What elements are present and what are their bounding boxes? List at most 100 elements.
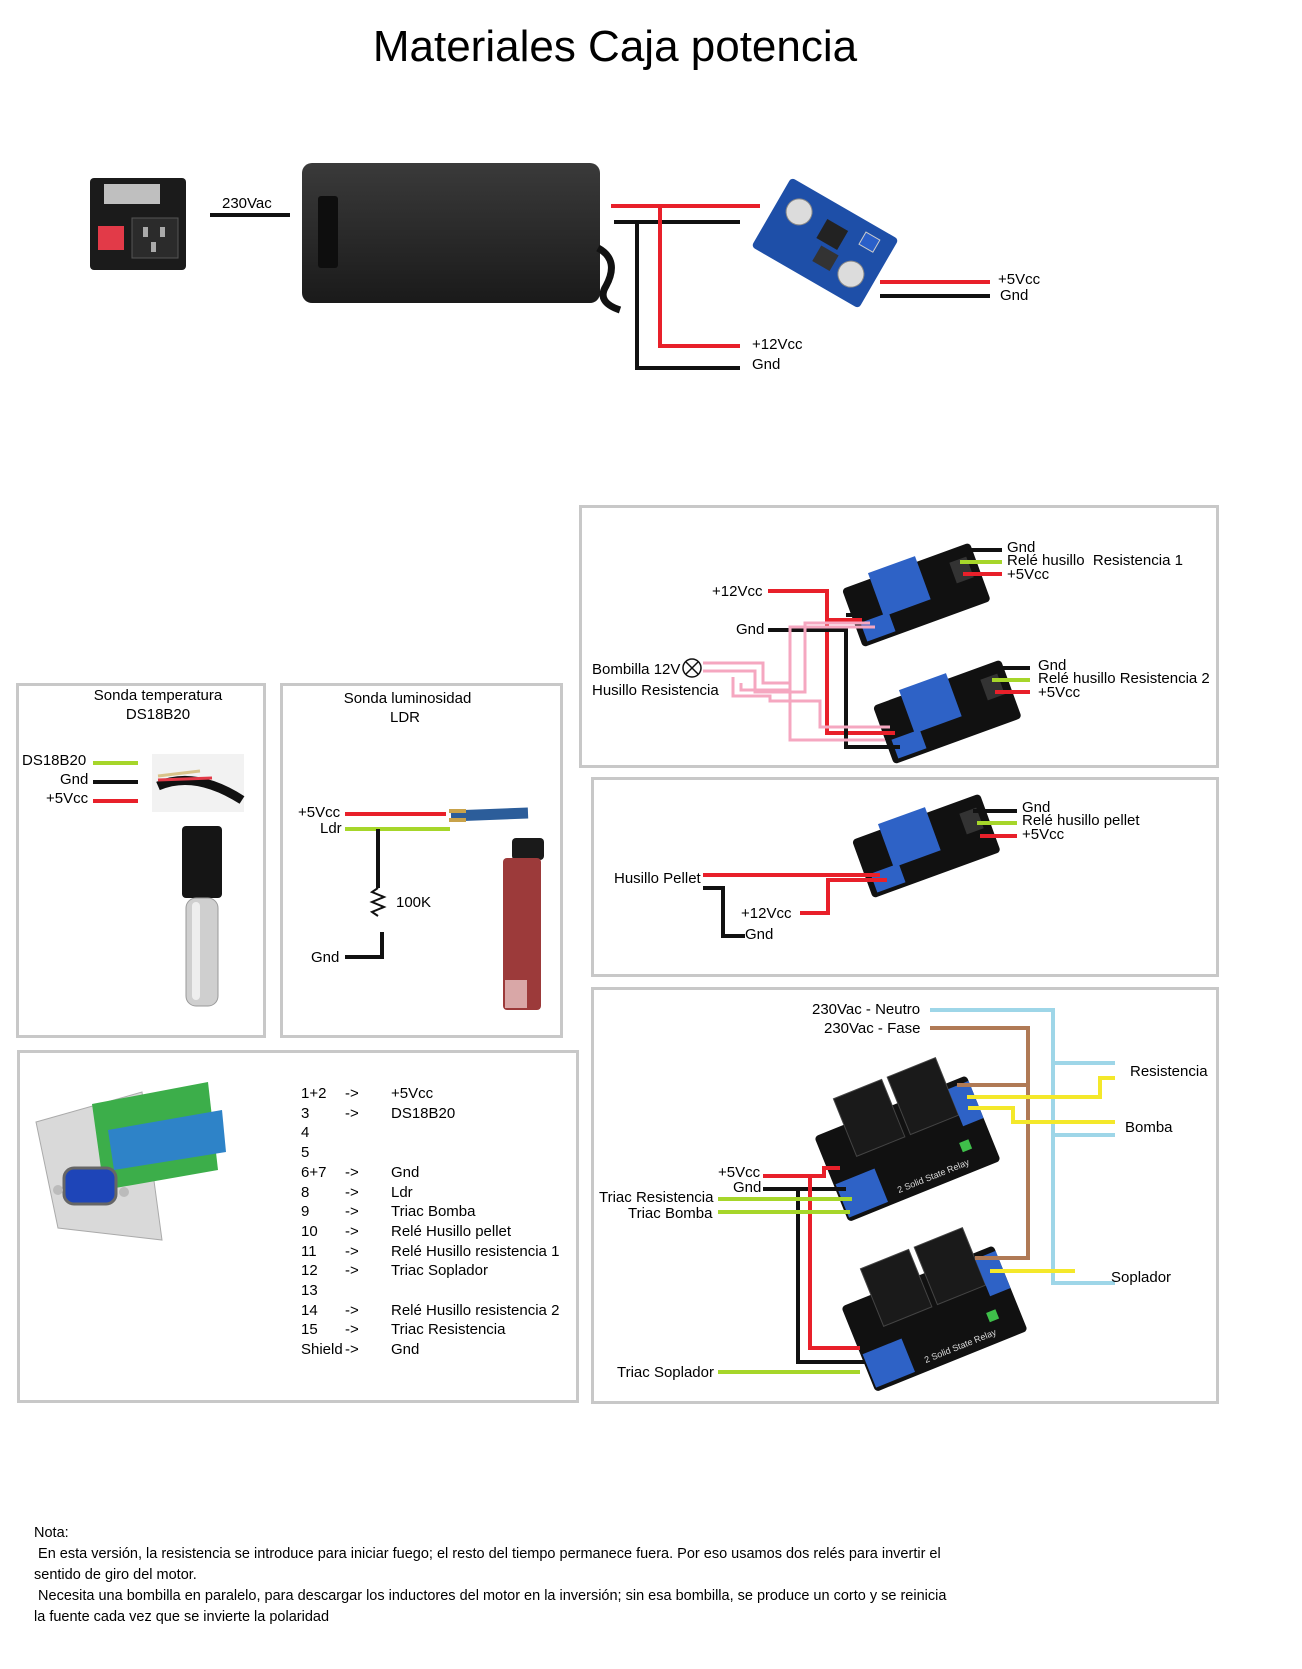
- ssr-bomba-label: Bomba: [1125, 1119, 1173, 1136]
- relay-res-12v-label: +12Vcc: [712, 583, 763, 600]
- temp-wire-gnd-label: Gnd: [60, 771, 89, 788]
- relay-res-bulb-label: Bombilla 12V: [592, 661, 681, 678]
- pinout-row: 6+7 -> Gnd: [301, 1162, 571, 1183]
- pinout-arrow: ->: [345, 1262, 359, 1280]
- pinout-signal: DS18B20: [391, 1104, 456, 1122]
- pinout-pin: 6+7: [301, 1163, 327, 1181]
- db15-connector-photo: [35, 1082, 226, 1241]
- pinout-row: 4: [301, 1122, 571, 1143]
- ssr-soplador-label: Soplador: [1111, 1269, 1172, 1286]
- relay1-signal-wires: [958, 548, 1002, 576]
- relay-module-2: [873, 660, 1021, 764]
- relay-pellet-vcc-label: +5Vcc: [1022, 826, 1065, 843]
- pinout-pin: 9: [301, 1203, 310, 1221]
- relay2-vcc-label: +5Vcc: [1038, 684, 1081, 701]
- temp-probe-subtitle: DS18B20: [125, 706, 191, 723]
- pinout-pin: 3: [301, 1104, 310, 1122]
- ssr-resistencia-label: Resistencia: [1130, 1063, 1208, 1080]
- note-line-1: En esta versión, la resistencia se intro…: [34, 1546, 945, 1583]
- ldr-wires: [345, 812, 450, 959]
- pinout-signal: Triac Resistencia: [391, 1321, 506, 1339]
- pinout-row: 14->Relé Husillo resistencia 2: [301, 1300, 571, 1321]
- pinout-signal: Relé Husillo resistencia 1: [391, 1242, 560, 1260]
- relay2-gnd-label: Gnd: [1038, 657, 1067, 674]
- ssr-triac-soplador-label: Triac Soplador: [617, 1364, 714, 1381]
- label-5v-reg: +5Vcc: [998, 271, 1041, 288]
- relay-pellet-motor-label: Husillo Pellet: [614, 870, 701, 887]
- relay-pellet-gnd-label: Gnd: [1022, 799, 1051, 816]
- pinout-pin: 10: [301, 1222, 318, 1240]
- ssr-dc-wires: [718, 1166, 865, 1374]
- temp-wire-vcc-label: +5Vcc: [46, 790, 89, 807]
- pinout-pin: 1+2: [301, 1085, 327, 1102]
- temp-probe-cable-photo: [152, 754, 245, 812]
- ssr-triac-bomba-label: Triac Bomba: [628, 1205, 713, 1222]
- page-title: Materiales Caja potencia: [372, 22, 858, 71]
- ldr-sensor-photo: [503, 838, 544, 1010]
- label-gnd-reg: Gnd: [1000, 287, 1029, 304]
- note: Nota: En esta versión, la resistencia se…: [34, 1523, 954, 1628]
- pinout-row: 13: [301, 1280, 571, 1301]
- relay-res-power-wires: [768, 589, 900, 749]
- pinout-row: 8->Ldr: [301, 1182, 571, 1203]
- ssr-ac-wires: [930, 1008, 1115, 1285]
- ldr-gnd-label: Gnd: [311, 949, 340, 966]
- label-gnd-12v: Gnd: [752, 356, 781, 373]
- ssr-vcc-label: +5Vcc: [718, 1164, 761, 1181]
- pinout-row: 3 -> DS18B20: [301, 1103, 571, 1124]
- ssr-triac-res-label: Triac Resistencia: [599, 1189, 714, 1206]
- label-12v: +12Vcc: [752, 336, 803, 353]
- ssr-gnd-label: Gnd: [733, 1179, 762, 1196]
- temp-probe-sensor-photo: [182, 826, 222, 1007]
- ssr-fase-label: 230Vac - Fase: [824, 1020, 921, 1037]
- pinout-row: 15 -> Triac Resistencia: [301, 1319, 571, 1340]
- pinout-arrow: ->: [345, 1085, 359, 1102]
- ldr-probe-subtitle: LDR: [389, 709, 420, 726]
- pinout-arrow: ->: [345, 1183, 359, 1201]
- pinout-pin: 13: [301, 1282, 318, 1299]
- pinout-pin: 15: [301, 1321, 318, 1339]
- pinout-signal: Relé Husillo pellet: [391, 1222, 512, 1240]
- pinout-signal: Triac Soplador: [391, 1262, 488, 1280]
- ldr-probe-title: Sonda luminosidad: [343, 690, 472, 707]
- note-heading: Nota:: [34, 1525, 69, 1541]
- panel-temp-probe: [16, 683, 266, 1038]
- temp-probe-title: Sonda temperatura: [93, 687, 223, 704]
- pinout-signal: Triac Bomba: [391, 1203, 476, 1221]
- pinout-signal: +5Vcc: [391, 1085, 434, 1102]
- relay-module-1: [842, 543, 990, 647]
- pinout-signal: Gnd: [391, 1341, 420, 1359]
- pinout-signal: Gnd: [391, 1163, 420, 1181]
- dc-dc-regulator: [752, 178, 898, 308]
- pinout-arrow: ->: [345, 1222, 359, 1240]
- ssr-module-2: [842, 1226, 1027, 1391]
- adapter-output-wires: [611, 204, 760, 370]
- pinout-pin: 14: [301, 1301, 318, 1319]
- relay-pellet-power-wires: [703, 873, 887, 938]
- pinout-pin: 8: [301, 1183, 310, 1201]
- ldr-resistor-label: 100K: [396, 894, 432, 911]
- ssr-neutro-label: 230Vac - Neutro: [812, 1001, 921, 1018]
- relay1-gnd-label: Gnd: [1007, 539, 1036, 556]
- relay-res-motor-label: Husillo Resistencia: [592, 682, 719, 699]
- relay-pellet-12v-label: +12Vcc: [741, 905, 792, 922]
- relay-pellet-signal-wires: [973, 809, 1017, 838]
- relay2-signal-wires: [989, 666, 1030, 694]
- pinout-row: 10 -> Relé Husillo pellet: [301, 1221, 571, 1242]
- temp-wire-data-label: DS18B20: [22, 752, 87, 769]
- pinout-row: 1+2 -> +5Vcc: [301, 1083, 571, 1104]
- pinout-arrow: ->: [345, 1242, 359, 1260]
- pinout-row: 11->Relé Husillo resistencia 1: [301, 1241, 571, 1262]
- pinout-pin: 4: [301, 1124, 310, 1142]
- pinout-pin: 5: [301, 1144, 310, 1162]
- relay-pellet-signal-label: Relé husillo pellet: [1022, 812, 1140, 829]
- ldr-cable-photo: [449, 807, 529, 822]
- pinout-row: 12->Triac Soplador: [301, 1260, 571, 1281]
- relay2-signal-label: Relé husillo Resistencia 2: [1038, 670, 1210, 687]
- relay-module-pellet: [852, 794, 1000, 898]
- relay-pellet-gnd-power-label: Gnd: [745, 926, 774, 943]
- pinout-arrow: ->: [345, 1104, 359, 1122]
- pinout-arrow: ->: [345, 1163, 359, 1181]
- pinout-arrow: ->: [345, 1321, 359, 1339]
